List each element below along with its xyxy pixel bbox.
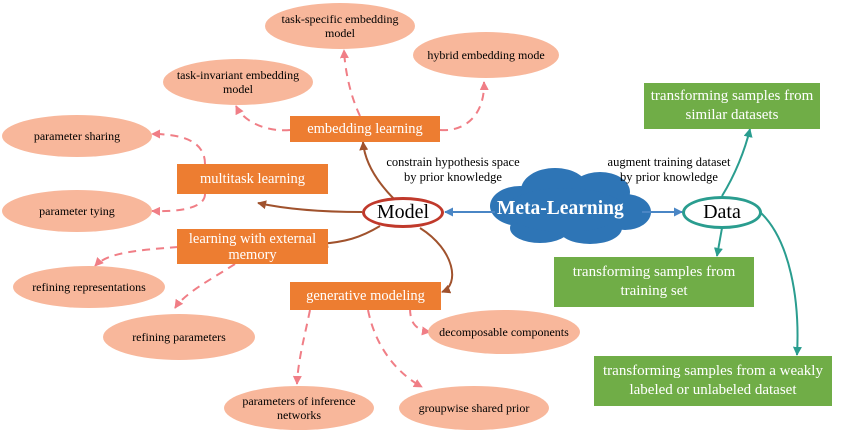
- generative-modeling-box: generative modeling: [290, 282, 441, 310]
- external-memory-line2: memory: [228, 246, 277, 263]
- meta-learning-cloud: [490, 168, 651, 244]
- inference-networks-line1: parameters of inference: [242, 394, 356, 408]
- weakly-labeled-dataset-box: transforming samples from a weakly label…: [594, 356, 832, 406]
- arrow-embedding-to-hybrid: [439, 81, 489, 132]
- task-specific-line1: task-specific embedding: [281, 12, 399, 26]
- task-invariant-line1: task-invariant embedding: [176, 68, 300, 82]
- external-memory-box: learning with external memory: [177, 229, 328, 264]
- arrow-data-to-training: [713, 227, 723, 257]
- hybrid-embedding-node: hybrid embedding mode: [413, 32, 559, 78]
- refining-representations-node: refining representations: [13, 266, 165, 308]
- groupwise-shared-prior-node: groupwise shared prior: [399, 386, 549, 430]
- arrow-multitask-to-sharing: [151, 129, 206, 165]
- similar-datasets-line2: similar datasets: [685, 107, 779, 123]
- weakly-labeled-line2: labeled or unlabeled dataset: [629, 382, 797, 398]
- arrow-embedding-to-task-specific: [339, 49, 361, 117]
- inference-networks-node: parameters of inference networks: [224, 386, 374, 430]
- data-note: augment training dataset by prior knowle…: [604, 155, 734, 185]
- similar-datasets-line1: transforming samples from: [650, 88, 814, 104]
- arrow-model-to-embedding: [359, 141, 396, 201]
- arrow-model-to-generative: [419, 227, 454, 294]
- similar-datasets-box: transforming samples from similar datase…: [644, 83, 820, 129]
- model-note-line1: constrain hypothesis space: [386, 155, 520, 169]
- model-node: Model: [362, 197, 444, 228]
- arrow-generative-to-groupwise: [367, 309, 423, 388]
- inference-networks-line2: networks: [277, 408, 321, 422]
- training-set-box: transforming samples from training set: [554, 257, 754, 307]
- multitask-learning-box: multitask learning: [177, 164, 328, 194]
- arrow-generative-to-decomposable: [409, 307, 431, 336]
- weakly-labeled-line1: transforming samples from a weakly: [603, 363, 823, 379]
- arrow-embedding-to-task-invariant: [235, 105, 291, 132]
- data-note-line2: by prior knowledge: [620, 170, 718, 184]
- task-specific-line2: model: [325, 26, 355, 40]
- task-invariant-embedding-node: task-invariant embedding model: [163, 59, 313, 105]
- model-note-line2: by prior knowledge: [404, 170, 502, 184]
- arrow-model-to-external: [319, 225, 381, 248]
- external-memory-line1: learning with external: [188, 230, 317, 247]
- arrow-external-to-parameters: [174, 263, 236, 309]
- model-note: constrain hypothesis space by prior know…: [378, 155, 528, 185]
- arrow-external-to-representations: [94, 246, 179, 267]
- training-set-line1: transforming samples from: [572, 264, 736, 280]
- embedding-learning-box: embedding learning: [290, 116, 440, 142]
- arrow-generative-to-inference: [292, 309, 311, 385]
- parameter-sharing-node: parameter sharing: [2, 115, 152, 157]
- arrow-model-to-multitask: [257, 200, 363, 213]
- data-node: Data: [682, 196, 762, 229]
- data-note-line1: augment training dataset: [607, 155, 731, 169]
- meta-learning-label: Meta-Learning: [497, 198, 624, 219]
- parameter-tying-node: parameter tying: [2, 190, 152, 232]
- task-specific-embedding-node: task-specific embedding model: [265, 3, 415, 49]
- arrow-data-to-weakly: [759, 211, 802, 356]
- decomposable-components-node: decomposable components: [428, 310, 580, 354]
- arrow-data-to-similar: [721, 128, 753, 197]
- task-invariant-line2: model: [223, 82, 253, 96]
- training-set-line2: training set: [620, 283, 688, 299]
- refining-parameters-node: refining parameters: [103, 314, 255, 360]
- arrow-multitask-to-tying: [151, 193, 206, 216]
